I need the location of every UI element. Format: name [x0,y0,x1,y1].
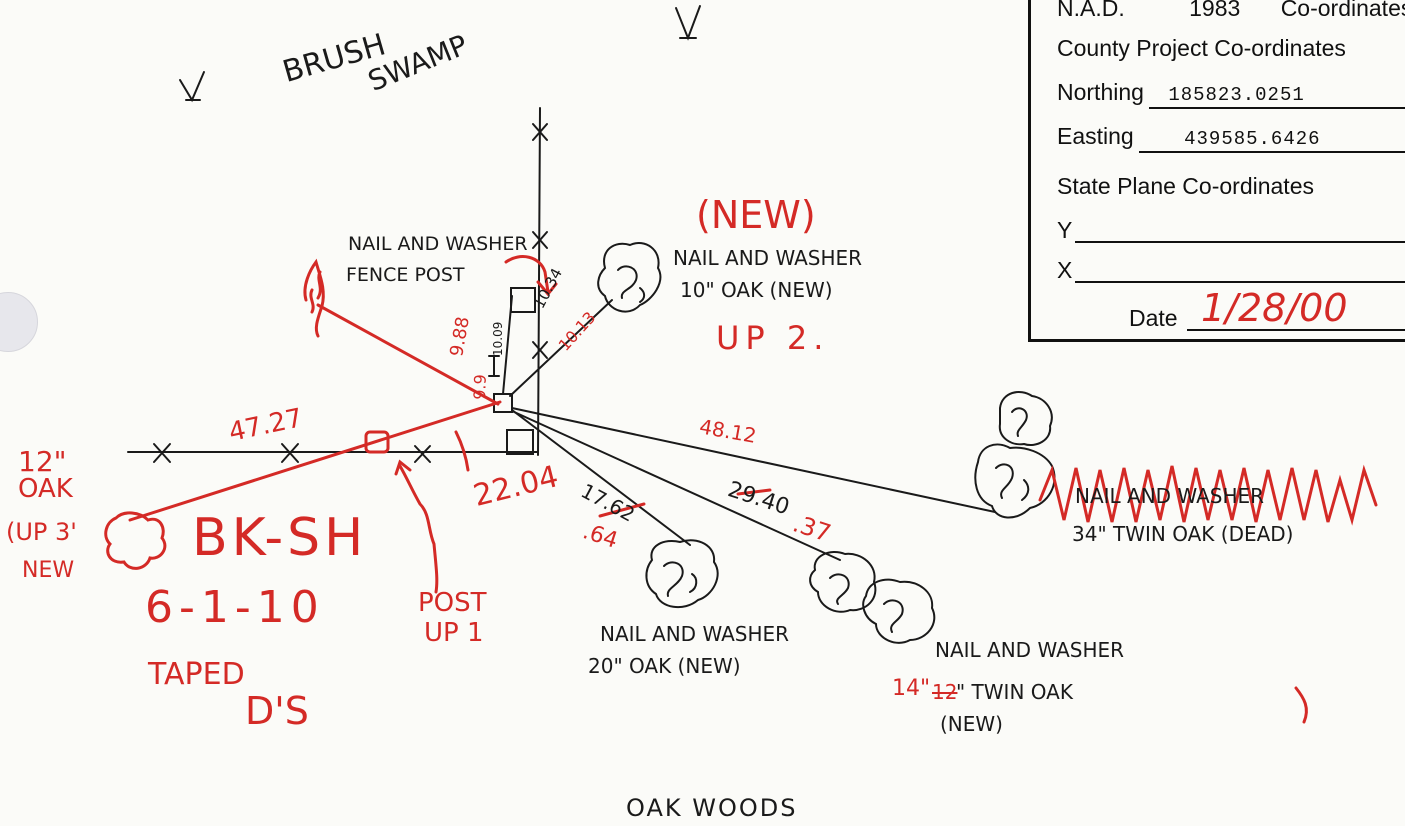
tree-icon-34in-twin-oak [974,391,1056,519]
new-marker: (NEW) [696,193,816,237]
tie-line [511,407,996,513]
oak12-new: NEW [22,558,75,583]
oak-woods-label: OAK WOODS [626,794,798,822]
tree-icon-12in-oak [104,511,167,570]
fence-post-label-line1: NAIL AND WASHER [348,233,528,255]
x-label: X [1057,257,1073,283]
twin34-label-line2: 34" TWIN OAK (DEAD) [1072,522,1294,546]
northing-underline [1149,107,1405,109]
tree-icon-20in-oak [645,539,719,609]
fence-x-mark [532,123,548,141]
nad-coords-label: Co-ordinates [1280,0,1405,21]
up2-label: UP 2. [716,319,830,357]
tick-mark [488,355,500,377]
strikeout-zigzag [1038,464,1378,526]
northing-value: 185823.0251 [1168,84,1305,106]
date-value: 1/28/00 [1201,286,1348,330]
taped-label: TAPED [148,657,245,692]
oak12-size: 12" [18,445,67,478]
red-arrow-icon [504,255,558,297]
bk-label: BK-SH [192,508,368,568]
oak10-label-line1: NAIL AND WASHER [673,246,863,270]
easting-row: Easting 439585.6426 [1057,123,1321,150]
y-label: Y [1057,217,1073,243]
easting-label: Easting [1057,123,1134,149]
oak10-label-line2: 10" OAK (NEW) [680,278,833,302]
twin12-label-line1: NAIL AND WASHER [935,638,1125,662]
y-underline [1075,241,1405,243]
tie-line [511,410,841,561]
tie-line [502,295,513,395]
tree-icon-10in-oak [597,242,662,313]
x-underline [1075,281,1405,283]
coordinates-box: N.A.D. 1983 Co-ordinates County Project … [1028,0,1405,342]
fence-post-label-line2: FENCE POST [346,264,465,286]
northing-label: Northing [1057,79,1144,105]
red-linework [104,255,1378,724]
red-mark [1294,686,1308,724]
fence-x-mark [281,443,299,463]
red-tie-line [316,303,500,406]
measurement-10-09: 10.09 [491,321,505,356]
tie-line [509,299,613,397]
twin34-label-line1: NAIL AND WASHER [1075,484,1265,508]
strikeout-line [598,502,646,518]
red-bracket [454,430,470,472]
nad-year: 1983 [1189,0,1241,21]
twin12-size-old: 12 [932,680,958,704]
post-up-label-line1: POST [418,588,487,618]
nad-row: N.A.D. 1983 Co-ordinates [1057,0,1405,22]
fence-post-box [506,429,534,455]
fence-x-mark [153,443,171,463]
fence-x-mark [532,231,548,249]
twin12-label-line2: " TWIN OAK [956,680,1073,704]
tie-line [511,409,691,546]
post-up-marker [364,430,390,454]
fence-x-mark [532,341,548,359]
red-arrow-icon [394,459,439,594]
red-date-label: 6-1-10 [145,582,325,633]
twin12-label-line3: (NEW) [940,712,1003,736]
state-plane-label: State Plane Co-ordinates [1057,173,1314,199]
county-row: County Project Co-ordinates [1057,35,1346,61]
tree-icon-12in-twin-oak [809,551,936,644]
ds-label: D'S [245,689,309,733]
measurement-9-9: 9.9 [470,373,490,401]
strikeout-line [736,488,772,496]
oak20-label-line1: NAIL AND WASHER [600,622,790,646]
nad-label: N.A.D. [1057,0,1125,21]
post-up-label-line2: UP 1 [424,618,484,648]
oak20-label-line2: 20" OAK (NEW) [588,654,741,678]
red-tie-line [128,400,502,522]
easting-value: 439585.6426 [1184,128,1321,150]
oak12-up3: (UP 3' [6,518,77,546]
fence-x-mark [414,445,431,463]
twin12-size-new: 14" [892,676,931,701]
marsh-symbol-icon [179,71,205,103]
easting-underline [1139,151,1405,153]
date-underline [1187,329,1405,331]
red-tree-scribble [303,258,325,338]
northing-row: Northing 185823.0251 [1057,79,1305,106]
marsh-symbol-icon [675,5,701,41]
date-label: Date [1129,305,1178,331]
oak12-label: OAK [18,474,73,504]
